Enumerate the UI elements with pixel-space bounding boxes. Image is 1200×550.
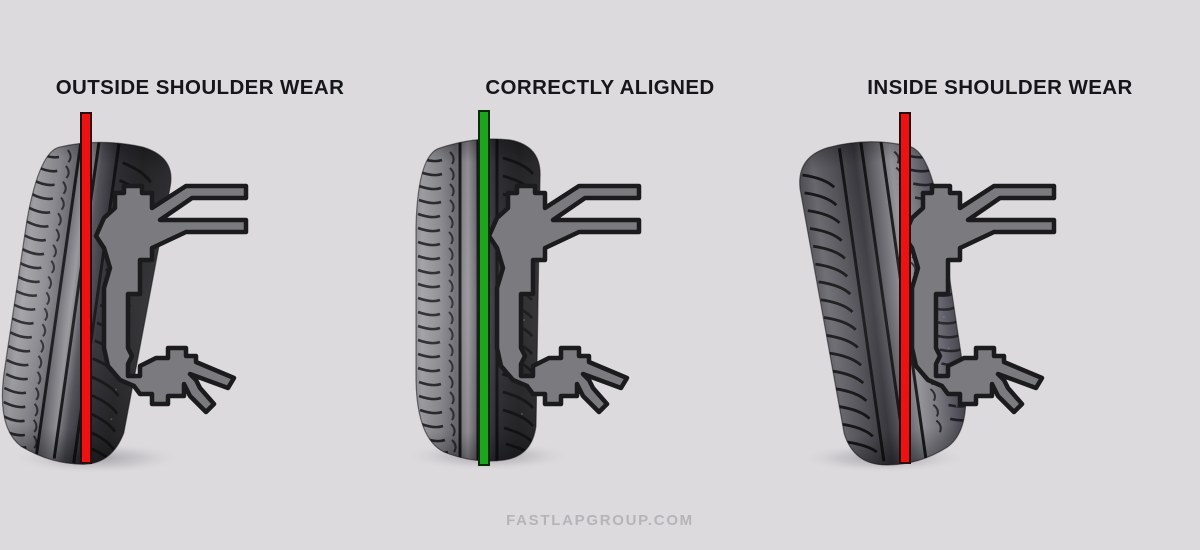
panel-correctly-aligned: CORRECTLY ALIGNED <box>400 0 800 550</box>
panel-outside-shoulder-wear: OUTSIDE SHOULDER WEAR <box>0 0 400 550</box>
tire-illustration-inside <box>795 108 1200 488</box>
suspension-arm-graphic <box>486 183 642 415</box>
suspension-arm-graphic <box>93 183 249 415</box>
alignment-line-red <box>899 112 911 464</box>
tire-body <box>795 132 974 473</box>
alignment-line-red <box>80 112 92 464</box>
tire-body <box>0 132 175 472</box>
alignment-line-green <box>478 110 490 466</box>
tire-illustration-aligned <box>400 108 800 488</box>
panel-title: INSIDE SHOULDER WEAR <box>867 76 1133 99</box>
panel-title: CORRECTLY ALIGNED <box>485 76 715 99</box>
tire-illustration-outside <box>0 108 400 488</box>
suspension-arm-graphic <box>901 183 1057 415</box>
watermark-text: FASTLAPGROUP.COM <box>506 512 694 529</box>
panel-title: OUTSIDE SHOULDER WEAR <box>55 76 345 99</box>
panel-inside-shoulder-wear: INSIDE SHOULDER WEAR <box>795 0 1200 550</box>
